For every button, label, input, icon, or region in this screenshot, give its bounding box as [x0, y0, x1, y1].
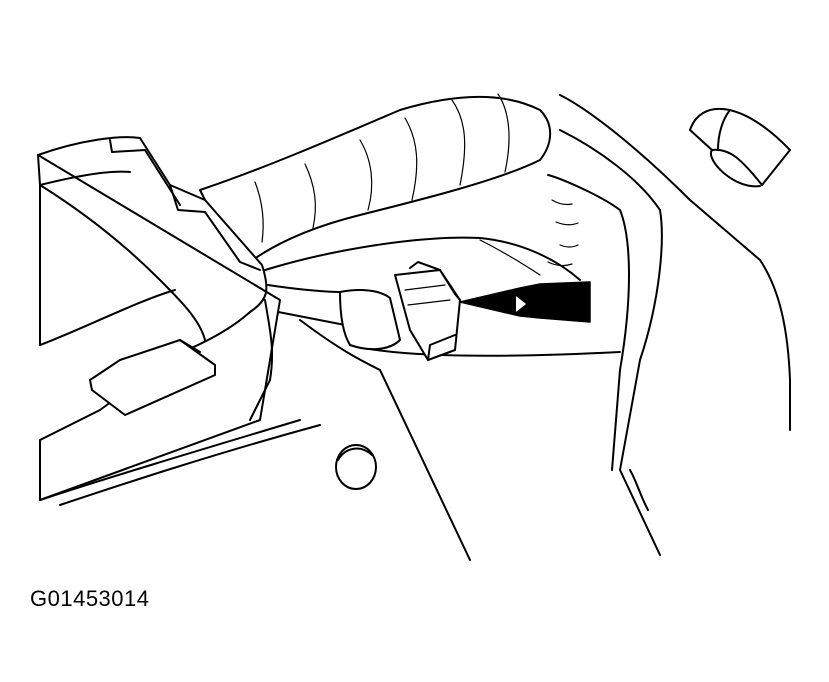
- connector-area: [264, 236, 621, 357]
- wiring-harness: [199, 93, 552, 263]
- round-plug: [335, 444, 377, 490]
- right-body-panel: [547, 94, 791, 556]
- round-boss: [689, 107, 791, 188]
- figure-id-label: G01453014: [30, 586, 150, 611]
- left-bracket: [37, 136, 281, 501]
- sensor-connector: [394, 261, 461, 361]
- callout-arrow-icon: [459, 281, 591, 323]
- lower-panel: [39, 319, 471, 561]
